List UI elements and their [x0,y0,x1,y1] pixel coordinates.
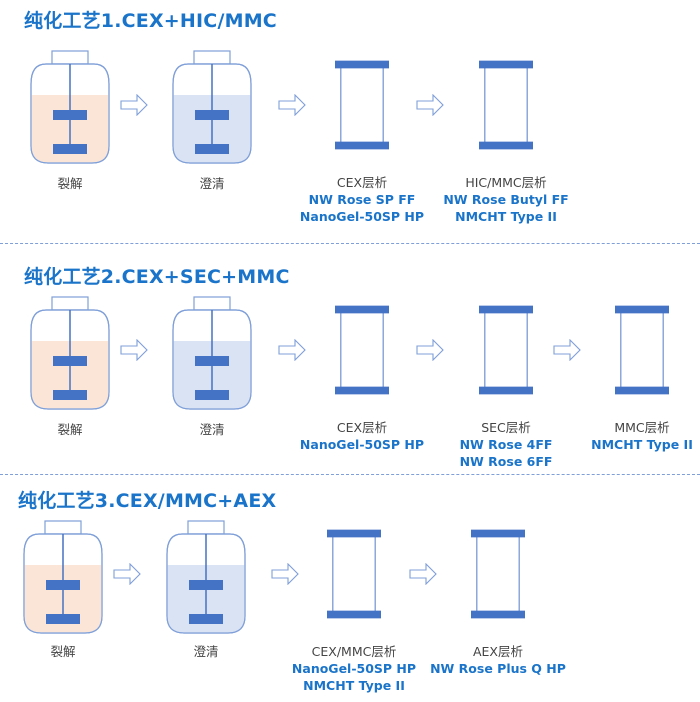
stage-label: 澄清 [193,644,219,659]
stage-cex-column: CEX层析 NanoGel-50SP HP [287,305,437,453]
chromatography-column-icon [335,60,389,150]
product-name: NanoGel-50SP HP [299,437,425,452]
clarified-vessel-icon [172,296,252,411]
stage-clarification: 澄清 [137,296,287,438]
product-name: NanoGel-50SP HP [291,661,417,676]
stage-label: HIC/MMC层析 [465,175,547,190]
stage-cex-column: CEX层析 NW Rose SP FF NanoGel-50SP HP [287,60,437,225]
chromatography-column-icon [479,60,533,150]
stage-clarification: 澄清 [131,520,281,660]
stage-aex-column: AEX层析 NW Rose Plus Q HP [423,529,573,677]
product-name: NW Rose Plus Q HP [430,661,566,676]
product-name: NW Rose 4FF [459,437,553,452]
lysis-vessel-icon [23,520,103,635]
stage-label: CEX层析 [336,420,388,435]
product-name: NanoGel-50SP HP [299,209,425,224]
stage-label: 裂解 [57,422,83,437]
section-divider [0,243,700,244]
stage-label: 澄清 [199,176,225,191]
stage-label: MMC层析 [614,420,670,435]
chromatography-column-icon [335,305,389,395]
product-name: NMCHT Type II [303,678,405,693]
product-name: NMCHT Type II [455,209,557,224]
stage-clarification: 澄清 [137,50,287,192]
process-1-title: 纯化工艺1.CEX+HIC/MMC [24,10,277,32]
stage-label: 裂解 [57,176,83,191]
stage-cex-mmc-column: CEX/MMC层析 NanoGel-50SP HP NMCHT Type II [279,529,429,694]
stage-label: 澄清 [199,422,225,437]
stage-label: CEX层析 [336,175,388,190]
lysis-vessel-icon [30,296,110,411]
clarified-vessel-icon [172,50,252,165]
process-3-title: 纯化工艺3.CEX/MMC+AEX [18,490,277,512]
stage-label: AEX层析 [472,644,523,659]
product-name: NW Rose SP FF [308,192,416,207]
stage-mmc-column: MMC层析 NMCHT Type II [567,305,700,453]
product-name: NW Rose 6FF [459,454,553,469]
lysis-vessel-icon [30,50,110,165]
product-name: NMCHT Type II [591,437,693,452]
stage-sec-column: SEC层析 NW Rose 4FF NW Rose 6FF [431,305,581,470]
chromatography-column-icon [479,305,533,395]
stage-lysis: 裂解 [0,50,145,192]
section-divider [0,474,700,475]
chromatography-column-icon [615,305,669,395]
product-name: NW Rose Butyl FF [443,192,569,207]
chromatography-column-icon [327,529,381,619]
stage-label: CEX/MMC层析 [311,644,397,659]
stage-label: 裂解 [50,644,76,659]
stage-hic-mmc-column: HIC/MMC层析 NW Rose Butyl FF NMCHT Type II [431,60,581,225]
clarified-vessel-icon [166,520,246,635]
stage-lysis: 裂解 [0,296,145,438]
chromatography-column-icon [471,529,525,619]
stage-lysis: 裂解 [0,520,138,660]
process-2-title: 纯化工艺2.CEX+SEC+MMC [24,266,290,288]
stage-label: SEC层析 [481,420,531,435]
